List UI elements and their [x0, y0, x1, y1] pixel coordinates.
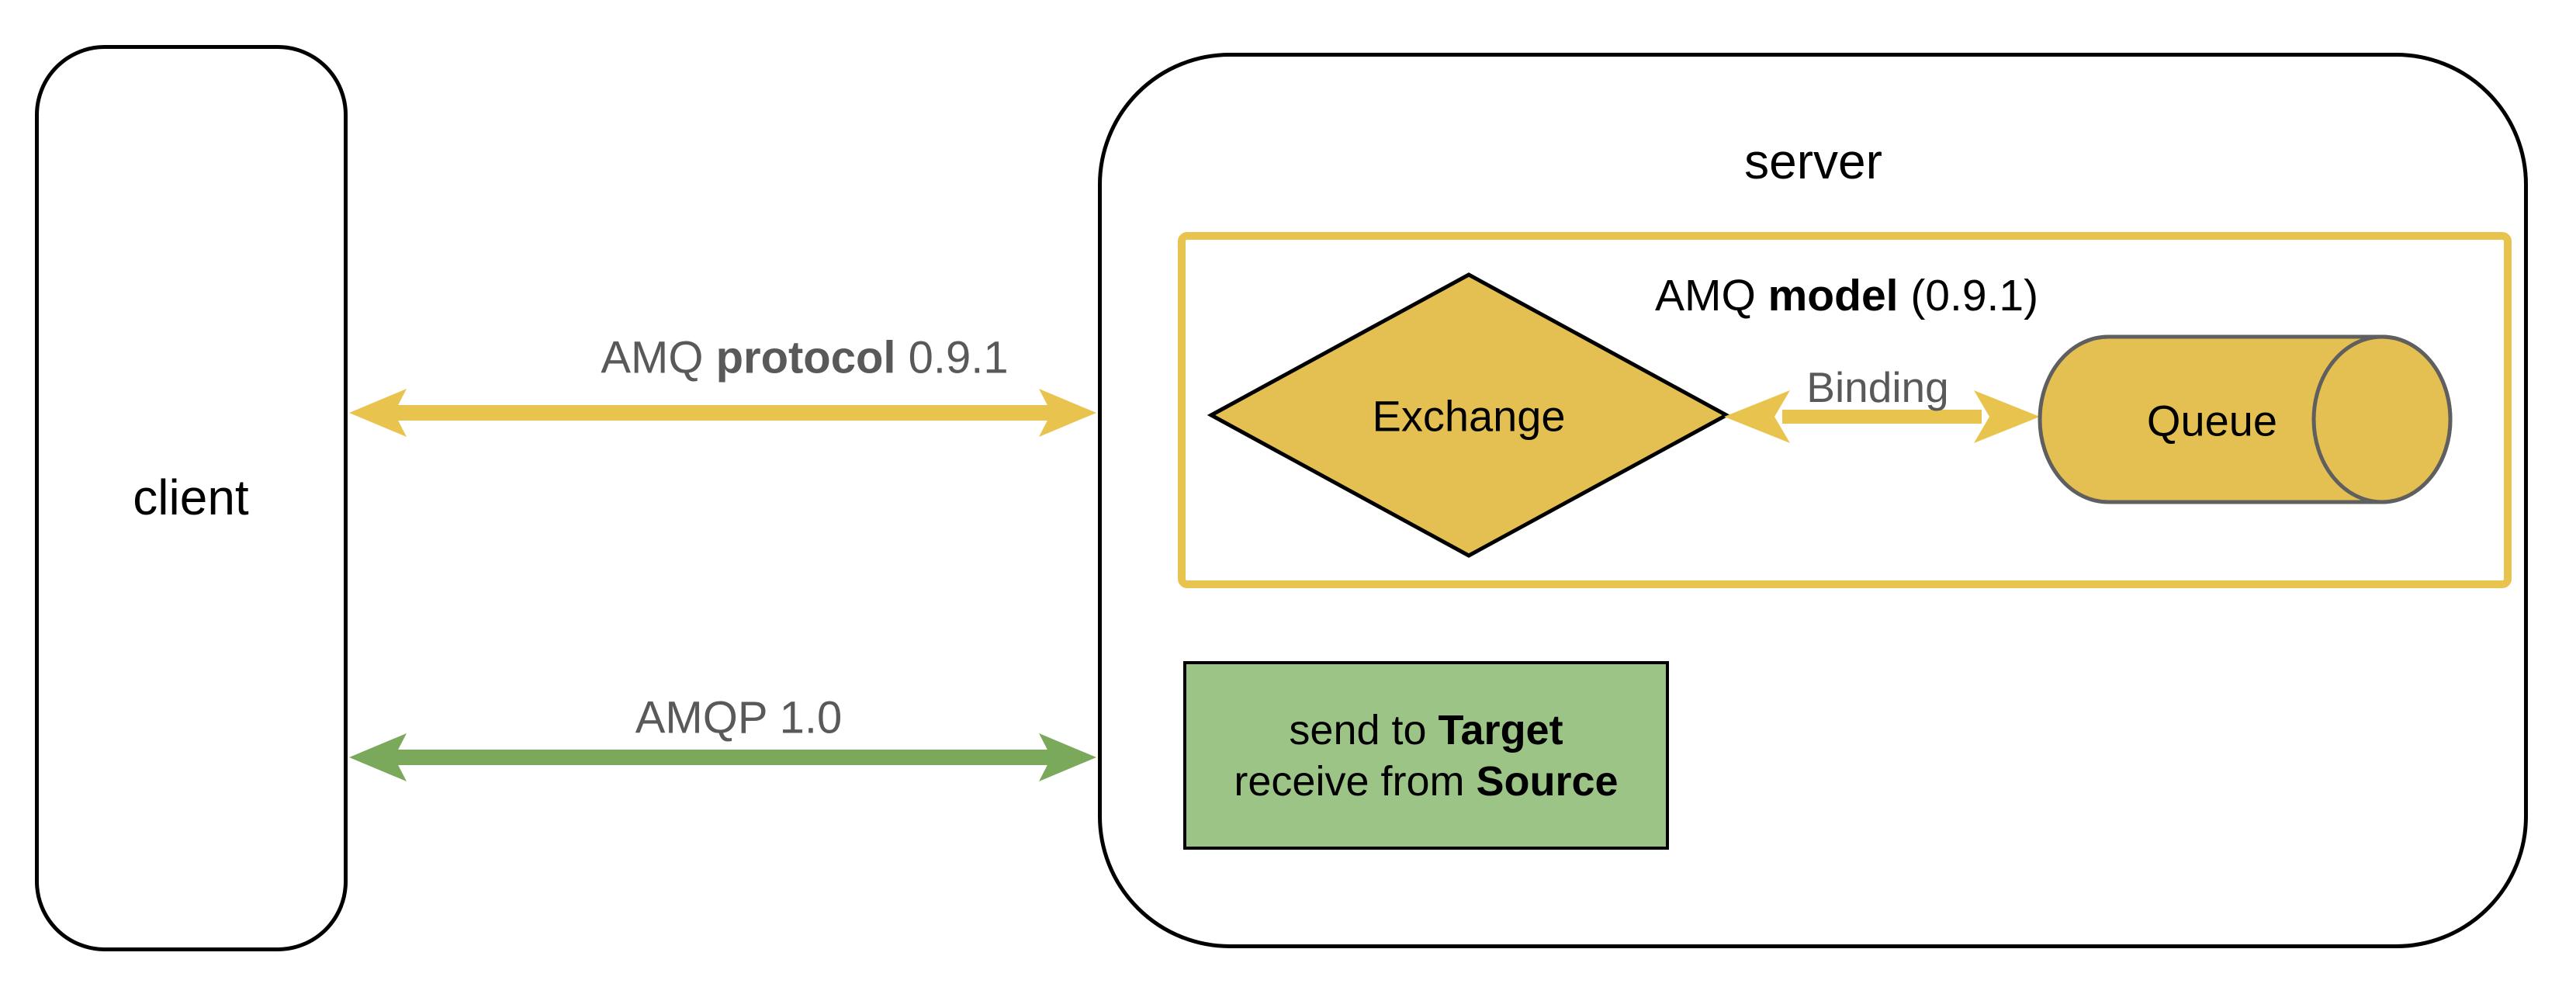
- amq-model-box: [1178, 232, 2512, 588]
- amqp-arrow-head-right: [1039, 733, 1096, 781]
- queue-label: Queue: [2146, 396, 2278, 445]
- protocol-label-pre: AMQ: [601, 332, 716, 383]
- protocol-arrow-head-right: [1039, 389, 1096, 437]
- model-title-pre: AMQ: [1654, 271, 1768, 320]
- amqp-arrow-label: AMQP 1.0: [635, 692, 843, 743]
- amqp-arrow-head-left: [349, 733, 407, 781]
- receive-from-text: receive from: [1234, 757, 1477, 805]
- send-to-text: send to: [1289, 706, 1439, 753]
- exchange-label: Exchange: [1372, 391, 1566, 441]
- source-text: Source: [1476, 757, 1619, 805]
- model-title-post: (0.9.1): [1898, 271, 2039, 320]
- server-label: server: [1744, 133, 1882, 189]
- queue-cylinder: [2038, 334, 2453, 504]
- protocol-arrow-label: AMQ protocol 0.9.1: [601, 332, 1008, 384]
- exchange-diamond: [1207, 272, 1731, 558]
- binding-label: Binding: [1806, 363, 1949, 411]
- protocol-label-post: 0.9.1: [895, 332, 1009, 383]
- protocol-arrow-head-left: [349, 389, 407, 437]
- protocol-arrow: [349, 389, 1096, 437]
- client-node: [35, 45, 348, 951]
- client-label: client: [133, 469, 249, 525]
- amq-model-title: AMQ model (0.9.1): [1655, 270, 2038, 321]
- send-receive-line1: send to Target: [1289, 705, 1563, 756]
- binding-arrow-head-left: [1724, 390, 1790, 443]
- protocol-label-bold: protocol: [715, 332, 896, 383]
- send-receive-line2: receive from Source: [1234, 756, 1618, 807]
- binding-arrow-head-right: [1974, 390, 2040, 443]
- send-receive-node: send to Target receive from Source: [1183, 661, 1669, 850]
- target-text: Target: [1438, 706, 1563, 753]
- amqp-arrow: [349, 733, 1096, 781]
- binding-arrow: [1724, 390, 2040, 443]
- queue-cylinder-cap: [2311, 334, 2453, 504]
- model-title-bold: model: [1768, 271, 1899, 320]
